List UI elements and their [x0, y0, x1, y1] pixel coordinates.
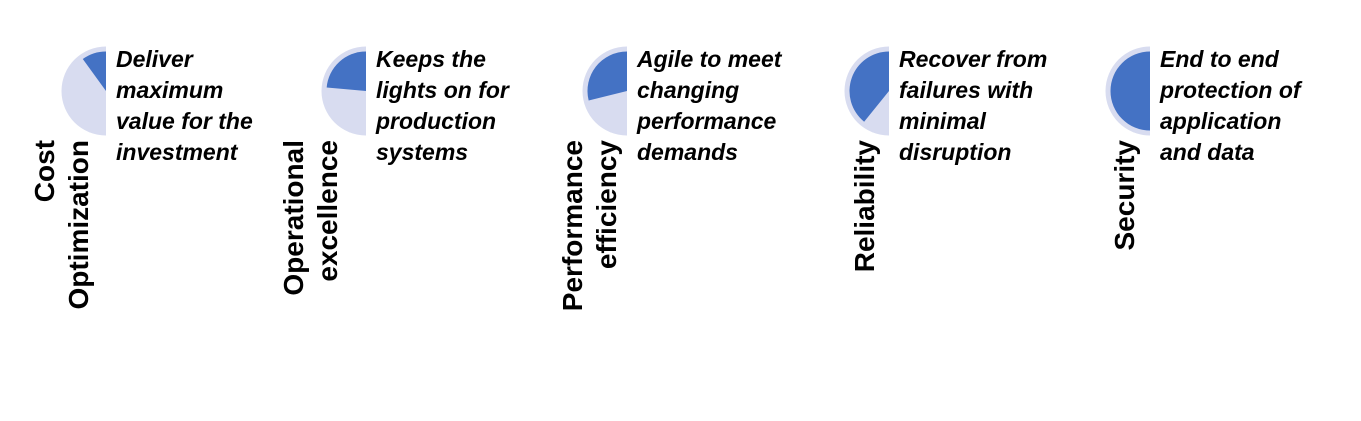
pillar-title-line: Cost [29, 140, 60, 203]
description-line: demands [637, 139, 738, 165]
description-line: production [376, 108, 497, 134]
description-line: Keeps the [376, 46, 486, 72]
pillar-description: Recover from failures with minimal disru… [899, 44, 1047, 168]
description-line: performance [637, 108, 777, 134]
description-line: lights on for [376, 77, 509, 103]
description-line: systems [376, 139, 469, 165]
pillar-title-line: efficiency [591, 140, 622, 270]
pillar-title: Performance efficiency [556, 140, 624, 380]
pillar-title: Security [1108, 140, 1142, 380]
pillar-title: Cost Optimization [28, 140, 96, 380]
pie-filled-wedge [1110, 51, 1150, 131]
description-line: and data [1160, 139, 1255, 165]
pillar-title: Operational excellence [277, 140, 345, 380]
description-line: application [1160, 108, 1282, 134]
pillar-description: Deliver maximum value for the investment [116, 44, 253, 168]
description-line: Agile to meet [637, 46, 782, 72]
description-line: changing [637, 77, 740, 103]
pillar-title-line: Performance [557, 140, 588, 312]
pillar-title-line: Optimization [63, 140, 94, 310]
pie-progress-icon [844, 46, 889, 136]
pie-progress-icon [321, 46, 366, 136]
description-line: protection of [1160, 77, 1301, 103]
description-line: investment [116, 139, 238, 165]
pie-progress-icon [582, 46, 627, 136]
pie-filled-wedge [849, 51, 889, 122]
pillar-description: Agile to meet changing performance deman… [637, 44, 781, 168]
pillar-title-line: Operational [278, 140, 309, 296]
pie-filled-wedge [82, 51, 106, 91]
description-line: disruption [899, 139, 1012, 165]
pie-progress-icon [1105, 46, 1150, 136]
description-line: minimal [899, 108, 986, 134]
pie-filled-wedge [587, 51, 627, 101]
pillar-title: Reliability [848, 140, 882, 380]
pillar-description: End to end protection of application and… [1160, 44, 1301, 168]
description-line: maximum [116, 77, 224, 103]
pillar-title-line: excellence [312, 140, 343, 282]
pillar-description: Keeps the lights on for production syste… [376, 44, 509, 168]
pie-filled-wedge [326, 51, 366, 91]
description-line: value for the [116, 108, 253, 134]
pillar-title-line: Reliability [849, 140, 880, 273]
pie-progress-icon [61, 46, 106, 136]
description-line: End to end [1160, 46, 1279, 72]
description-line: Deliver [116, 46, 193, 72]
pillar-title-line: Security [1109, 140, 1140, 251]
description-line: failures with [899, 77, 1034, 103]
description-line: Recover from [899, 46, 1048, 72]
